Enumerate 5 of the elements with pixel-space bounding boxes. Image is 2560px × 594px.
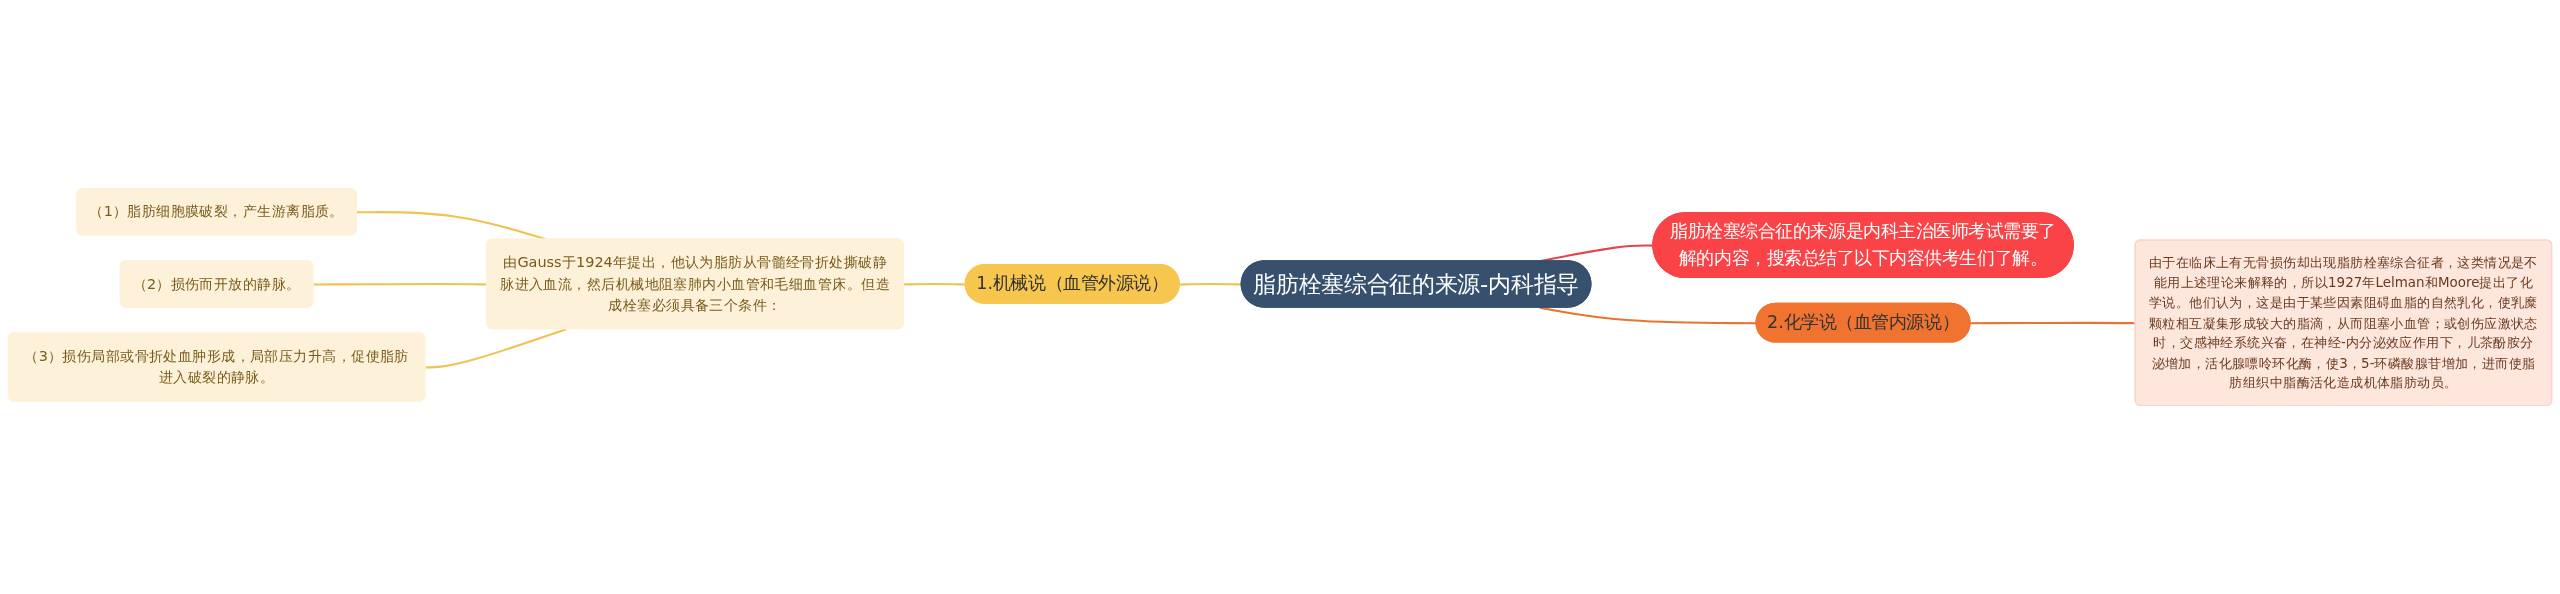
connector <box>425 328 567 369</box>
connector <box>1179 283 1242 286</box>
connector <box>1539 306 1757 325</box>
connector <box>903 283 966 286</box>
connector <box>1970 321 2136 325</box>
